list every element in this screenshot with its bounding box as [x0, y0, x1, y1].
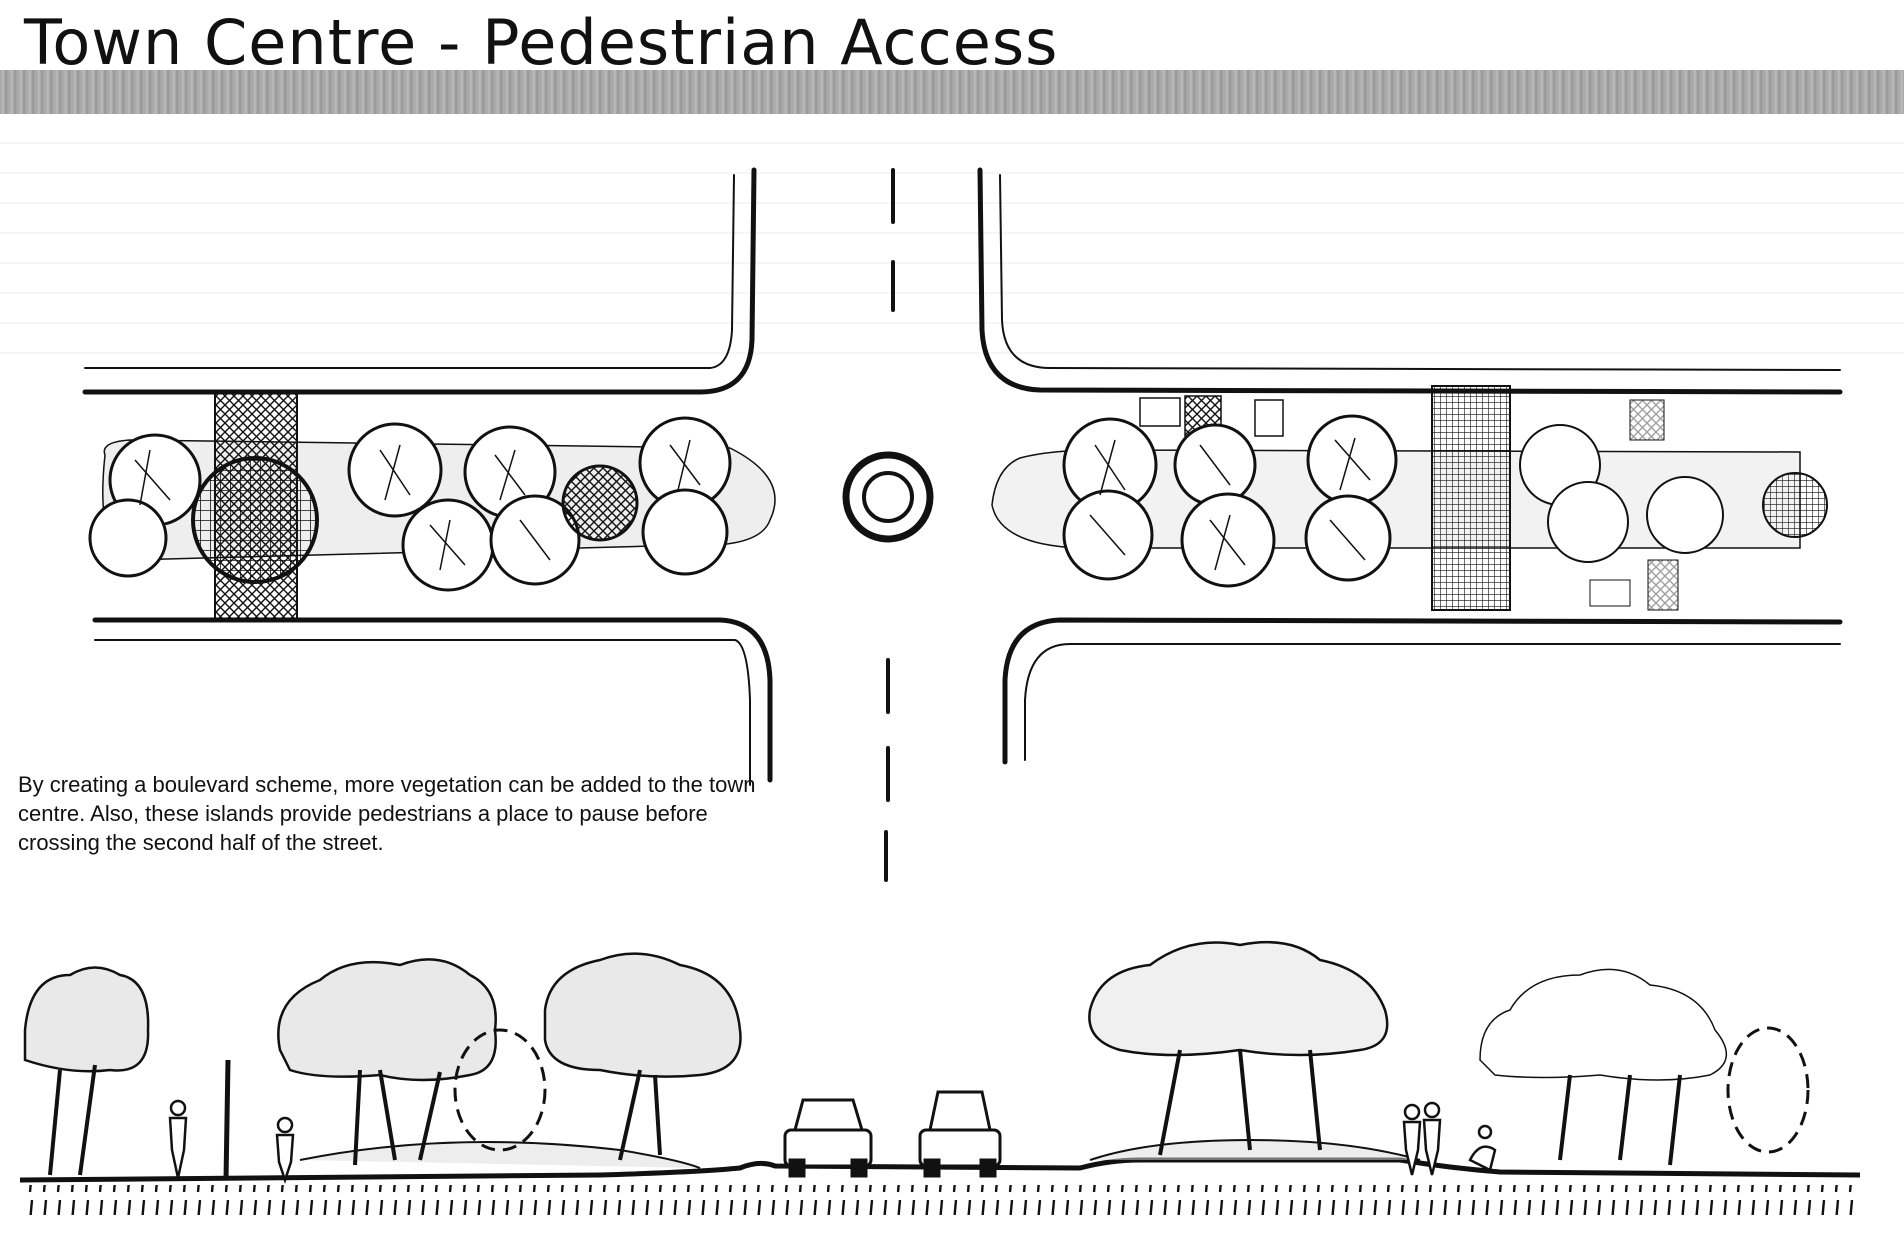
plan-trees [88, 414, 1828, 592]
car-right [918, 1090, 1002, 1178]
header-band [0, 70, 1904, 114]
curb-bottom-right [1002, 617, 1843, 765]
pedestrians [168, 1099, 1497, 1184]
proposed-tree-left [453, 1028, 547, 1152]
crosswalk-right [1431, 385, 1511, 611]
caption-text: By creating a boulevard scheme, more veg… [18, 772, 756, 855]
faded-background-text [0, 114, 1904, 354]
curb-bottom-left [92, 617, 773, 783]
roundabout [842, 451, 934, 543]
section-tree-2 [277, 958, 497, 1082]
street-section [19, 940, 1861, 1215]
section-tree-3 [543, 952, 742, 1078]
centre-line-dashes [884, 168, 895, 882]
large-tree [191, 456, 319, 584]
section-tree-4 [1088, 940, 1389, 1057]
proposed-tree-right [1726, 1026, 1810, 1154]
section-tree-5 [1479, 968, 1727, 1081]
pole [223, 1059, 231, 1181]
car-left [783, 1098, 873, 1178]
curb-top-right [977, 167, 1843, 395]
page-title: Town Centre - Pedestrian Access [24, 6, 1059, 79]
ground-hatching [20, 1185, 1860, 1215]
curb-top-left [82, 167, 757, 395]
hatched-shrub [561, 464, 639, 542]
hatched-shrub-right [1762, 472, 1828, 538]
section-tree-1 [23, 966, 150, 1073]
